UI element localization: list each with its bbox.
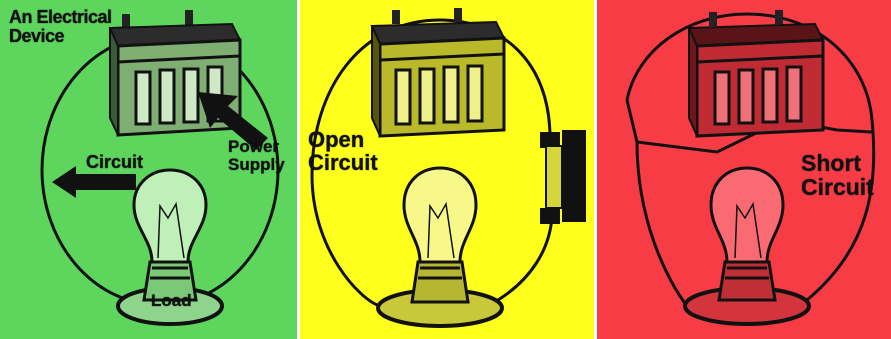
electrical-device-title: An Electrical Device bbox=[9, 7, 112, 46]
circuit-label: Circuit bbox=[86, 152, 144, 172]
open-circuit-diagram bbox=[300, 0, 594, 339]
open-circuit-label: Open Circuit bbox=[308, 127, 378, 176]
panel-electrical-device: An Electrical Device Circuit Power Suppl… bbox=[0, 0, 297, 339]
power-supply-label: Power Supply bbox=[228, 137, 285, 174]
panel-open-circuit: Open Circuit bbox=[300, 0, 594, 339]
short-circuit-wire bbox=[625, 99, 873, 154]
power-supply-arrow-icon bbox=[198, 92, 268, 150]
light-bulb-icon bbox=[683, 166, 811, 326]
short-circuit-label: Short Circuit bbox=[801, 150, 874, 201]
circuit-wire bbox=[310, 18, 552, 308]
light-bulb-icon bbox=[116, 168, 224, 326]
light-bulb-icon bbox=[376, 166, 504, 328]
load-label: Load bbox=[151, 291, 192, 310]
electrical-device-diagram bbox=[0, 0, 297, 339]
battery-icon bbox=[108, 10, 242, 137]
circuit-wire-lower bbox=[497, 215, 554, 302]
battery-icon bbox=[370, 8, 506, 138]
circuit-wire-lower bbox=[635, 141, 689, 307]
battery-icon bbox=[687, 10, 825, 138]
circuit-arrow-icon bbox=[52, 166, 136, 198]
panel-short-circuit: Short Circuit bbox=[597, 0, 891, 339]
circuit-wire bbox=[625, 12, 876, 302]
short-circuit-diagram bbox=[597, 0, 891, 339]
open-switch-icon bbox=[540, 130, 586, 224]
